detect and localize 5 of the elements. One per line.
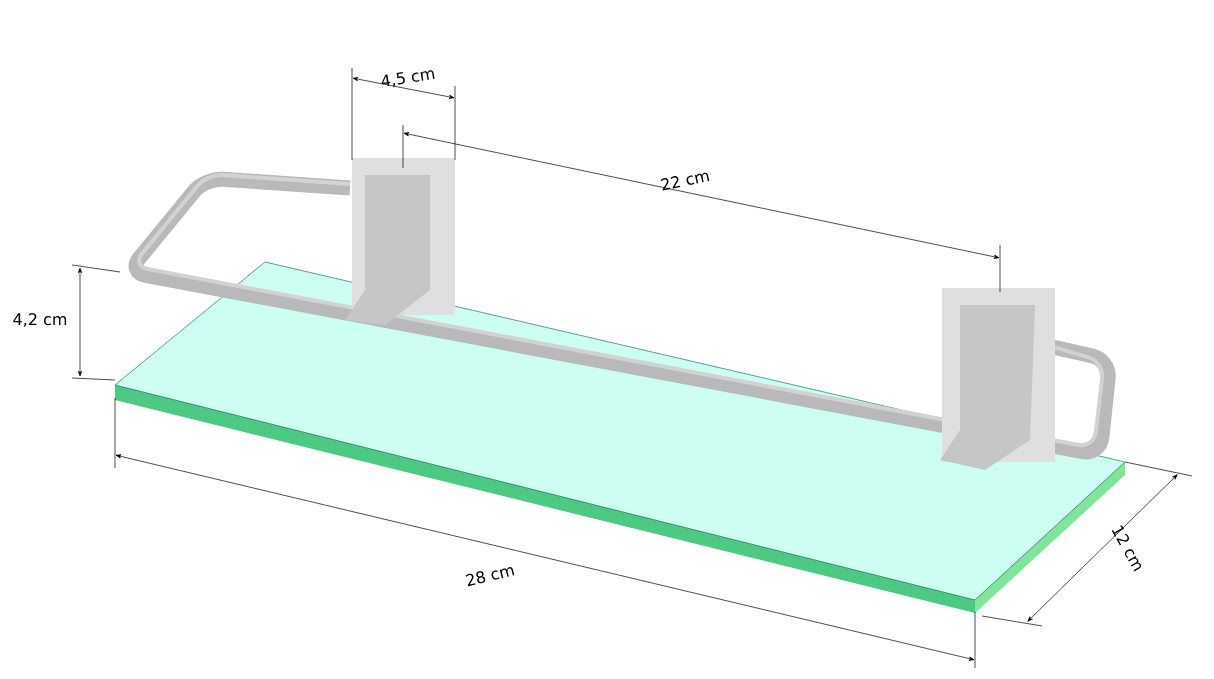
dimension-label: 4,5 cm xyxy=(381,70,435,88)
dimension-label: 4,2 cm xyxy=(13,313,67,327)
dimension-label: 28 cm xyxy=(465,567,515,587)
dimension-label: 22 cm xyxy=(660,172,710,191)
dimension-label: 12 cm xyxy=(1111,525,1142,572)
